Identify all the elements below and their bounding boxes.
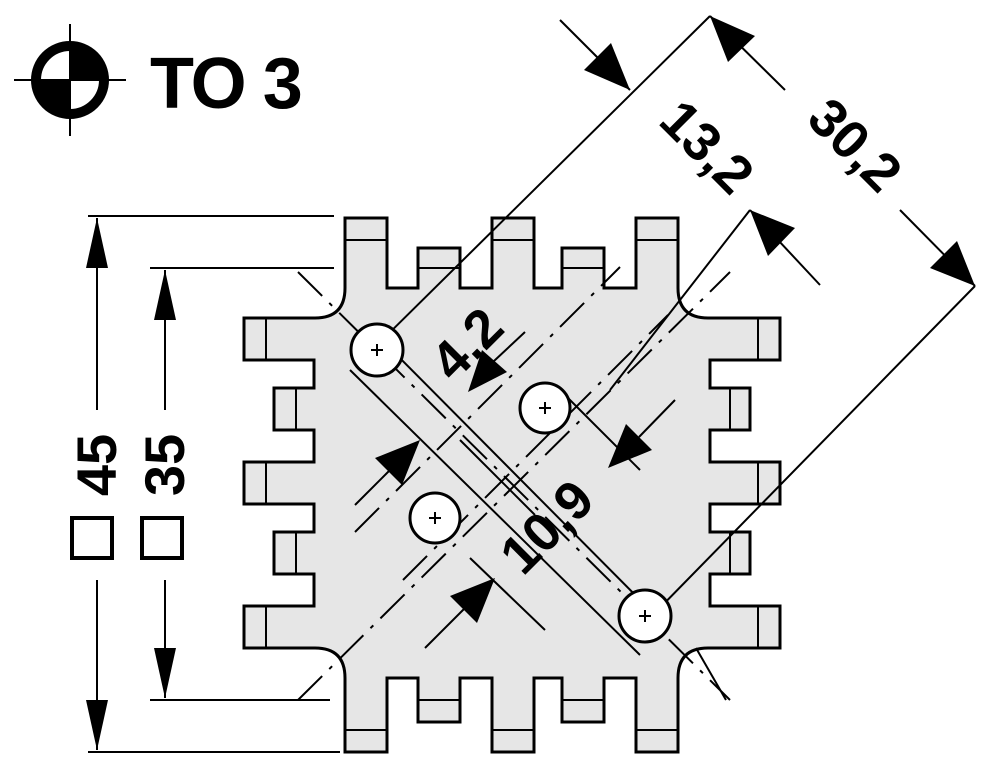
square-symbol-outer <box>70 516 114 560</box>
square-symbol-inner <box>140 516 184 560</box>
mounting-hole-bottom-right <box>617 588 673 644</box>
arrow-35-bottom <box>154 648 176 698</box>
arrow-30-2-bottom <box>930 241 975 286</box>
fin-tips <box>265 239 759 731</box>
dim-outer-square: 45 <box>65 434 128 496</box>
arrow-pin-offset <box>608 424 652 468</box>
arrow-45-bottom <box>86 700 108 750</box>
arrow-45-top <box>86 218 108 268</box>
dim-inner-square: 35 <box>133 434 196 496</box>
extension-lines <box>88 15 976 753</box>
dim-pin-offset: 13,2 <box>648 89 765 206</box>
pin-hole-upper <box>518 381 572 435</box>
arrow-4-2 <box>468 350 507 392</box>
arrowheads <box>86 16 975 750</box>
arrow-30-2-top <box>710 16 755 62</box>
arrow-10-9-upper <box>375 440 420 485</box>
arrow-10-9-lower <box>450 578 495 623</box>
package-label: TO 3 <box>150 44 301 124</box>
arrow-13-2-bottom <box>750 210 795 256</box>
center-mark-icon <box>14 24 126 136</box>
arrow-13-2-top <box>584 43 630 90</box>
arrow-35-top <box>154 270 176 320</box>
holes <box>349 322 673 644</box>
mounting-hole-top-left <box>349 322 405 378</box>
pin-hole-lower <box>408 491 462 545</box>
dim-mount-spacing: 30,2 <box>796 87 913 204</box>
